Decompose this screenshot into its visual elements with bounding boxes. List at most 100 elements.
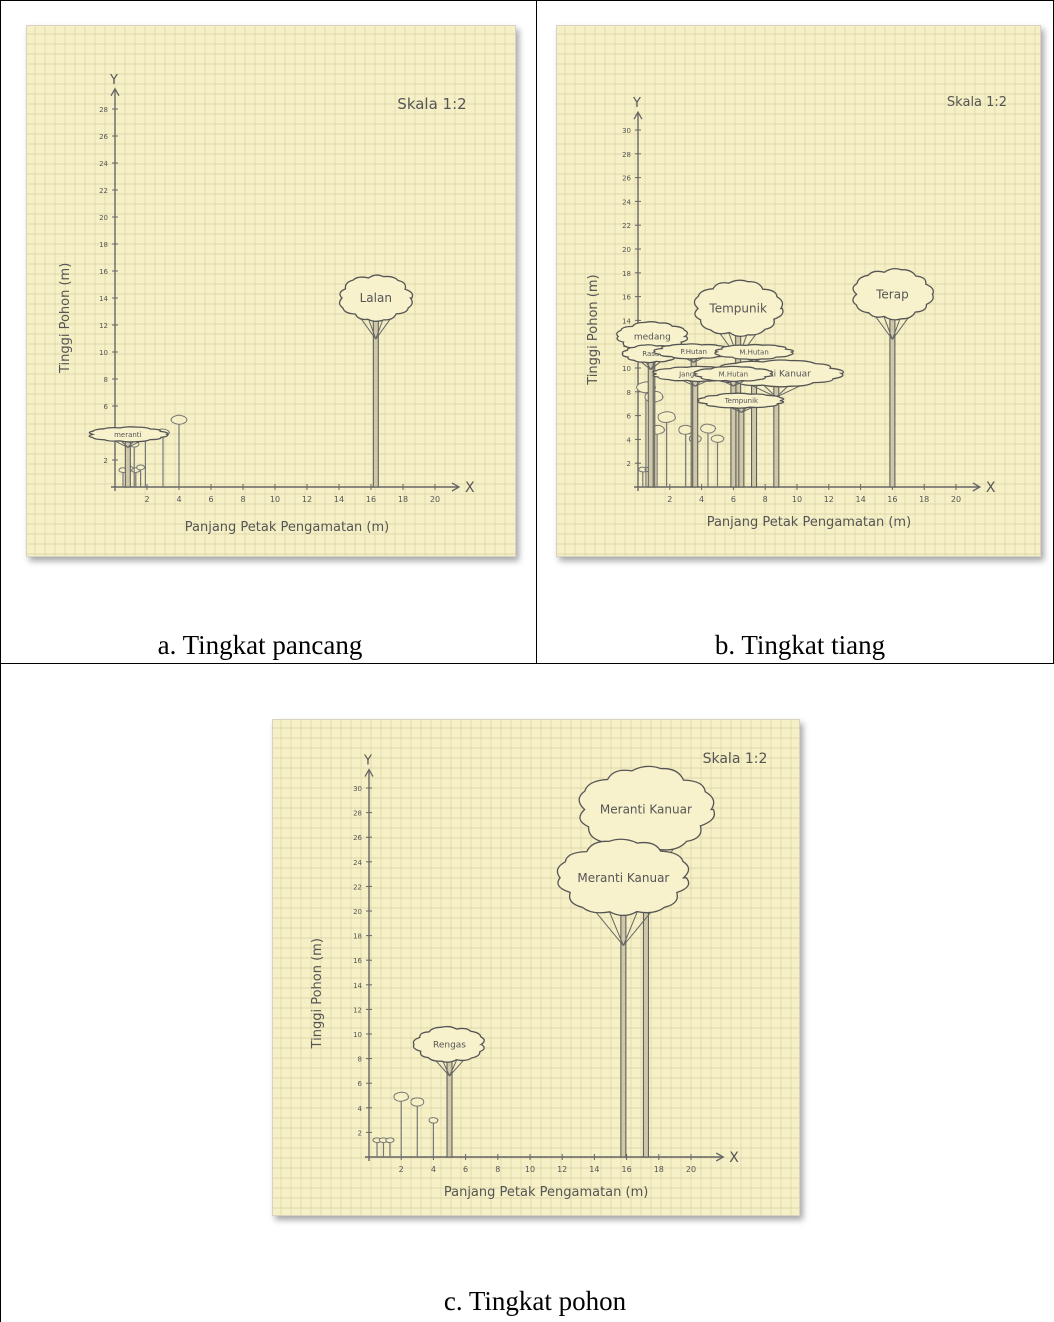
tree-branch: [367, 317, 377, 340]
y-tick-label: 24: [622, 198, 631, 206]
tree-jangkang: Jangkang: [652, 365, 740, 488]
y-axis-letter: Y: [632, 96, 641, 111]
tree-crown: [88, 426, 169, 443]
tree-branch: [622, 911, 638, 946]
y-tick-label: 30: [353, 785, 362, 793]
figure-a-panel: XY24681012141618202468101214161820222426…: [26, 25, 516, 557]
tree-crown: [578, 765, 716, 853]
y-tick-label: 10: [99, 349, 108, 357]
y-tick-label: 16: [353, 957, 362, 965]
tree-name-label: P.Hutan: [680, 348, 707, 356]
tree-trunk: [738, 405, 745, 488]
x-axis-letter: X: [729, 1150, 739, 1166]
y-tick-label: 26: [353, 834, 362, 842]
scale-note: Skala 1:2: [947, 95, 1007, 110]
tree-lalan: Lalan: [338, 274, 414, 488]
sapling: [170, 414, 188, 487]
rule-left: [0, 0, 1, 1322]
y-tick-label: 28: [353, 810, 362, 818]
y-tick-label: 12: [353, 1006, 362, 1014]
sapling: [657, 411, 677, 487]
x-tick-label: 18: [654, 1165, 664, 1174]
y-tick-label: 4: [358, 1105, 363, 1113]
x-tick-label: 20: [430, 495, 440, 504]
y-tick-label: 6: [627, 413, 632, 421]
tree-name-label: Tempunik: [724, 397, 759, 405]
sapling-crown: [393, 1091, 410, 1102]
tree-name-label: Tempunik: [708, 302, 767, 316]
y-tick-label: 20: [99, 214, 108, 222]
y-tick-label: 16: [99, 268, 108, 276]
x-tick-label: 14: [334, 495, 344, 504]
tree-trunk: [692, 379, 699, 488]
x-tick-label: 10: [270, 495, 280, 504]
y-tick-label: 2: [358, 1129, 362, 1137]
tree-name-label: M.Hutan: [719, 370, 748, 378]
y-tick-label: 26: [99, 133, 108, 141]
tree-crown: [653, 343, 733, 360]
y-tick-label: 18: [99, 241, 108, 249]
y-tick-label: 8: [104, 376, 108, 384]
x-axis-label: Panjang Petak Pengamatan (m): [185, 520, 389, 535]
x-tick-label: 10: [525, 1165, 535, 1174]
sapling-crown: [699, 423, 717, 434]
tree-meranti-kanuar: Meranti Kanuar: [556, 838, 690, 1158]
y-axis-label: Tinggi Pohon (m): [310, 938, 325, 1049]
y-tick-label: 18: [622, 270, 631, 278]
tree-name-label: medang: [634, 333, 671, 343]
x-tick-label: 16: [366, 495, 376, 504]
x-tick-label: 18: [398, 495, 408, 504]
tree-branch: [874, 315, 893, 340]
tree-crown: [852, 267, 934, 321]
x-axis-label: Panjang Petak Pengamatan (m): [707, 515, 911, 530]
tree-name-label: Rasa: [642, 350, 659, 358]
figure-b-caption: b. Tingkat tiang: [714, 630, 886, 660]
x-tick-label: 6: [463, 1165, 468, 1174]
scale-note: Skala 1:2: [703, 751, 768, 767]
y-axis-arrow-icon: [364, 768, 374, 777]
tree-branch: [608, 911, 624, 946]
sapling-crown: [170, 414, 188, 425]
y-tick-label: 2: [627, 460, 631, 468]
rule-top: [0, 0, 1054, 1]
tree-m-hutan: M.Hutan: [714, 343, 794, 488]
x-tick-label: 6: [731, 495, 736, 504]
y-tick-label: 14: [622, 317, 631, 325]
y-tick-label: 6: [104, 403, 109, 411]
x-tick-label: 10: [792, 495, 802, 504]
sapling: [699, 423, 717, 487]
tree-crown: [412, 1025, 485, 1063]
y-tick-label: 8: [627, 389, 631, 397]
tree-crown: [714, 343, 794, 361]
tree-name-label: Lalan: [360, 291, 392, 305]
tree-crown: [556, 838, 690, 917]
y-tick-label: 30: [622, 127, 631, 135]
y-tick-label: 28: [622, 151, 631, 159]
x-tick-label: 16: [887, 495, 897, 504]
tree-branch: [434, 1058, 450, 1077]
sapling: [385, 1137, 395, 1157]
sapling-crown: [378, 1137, 389, 1144]
sapling-crown: [372, 1137, 382, 1144]
x-tick-label: 18: [919, 495, 929, 504]
tree-tempunik: Tempunik: [697, 392, 785, 488]
figure-b-drawing: XY24681012141618202468101214161820222426…: [557, 26, 1040, 556]
y-tick-label: 10: [622, 365, 631, 373]
y-tick-label: 28: [99, 106, 108, 114]
y-tick-label: 20: [622, 246, 631, 254]
x-tick-label: 2: [399, 1165, 404, 1174]
tree-name-label: meranti: [114, 431, 141, 439]
x-axis-label: Panjang Petak Pengamatan (m): [444, 1185, 648, 1200]
y-axis-arrow-icon: [633, 110, 643, 120]
x-axis-arrow-icon: [451, 482, 461, 492]
tree-branch: [449, 1058, 458, 1077]
tree-name-label: Terap: [875, 287, 909, 301]
x-tick-label: 4: [699, 495, 704, 504]
tree-name-label: Meranti Kanuar: [600, 803, 692, 817]
sapling-crown: [657, 411, 677, 424]
x-tick-label: 20: [686, 1165, 696, 1174]
figure-a-drawing: XY24681012141618202468101214161820222426…: [27, 26, 515, 556]
tree-crown: [697, 392, 785, 409]
figure-a-caption: a. Tingkat pancang: [157, 630, 363, 660]
tree-rengas: Rengas: [412, 1025, 485, 1158]
